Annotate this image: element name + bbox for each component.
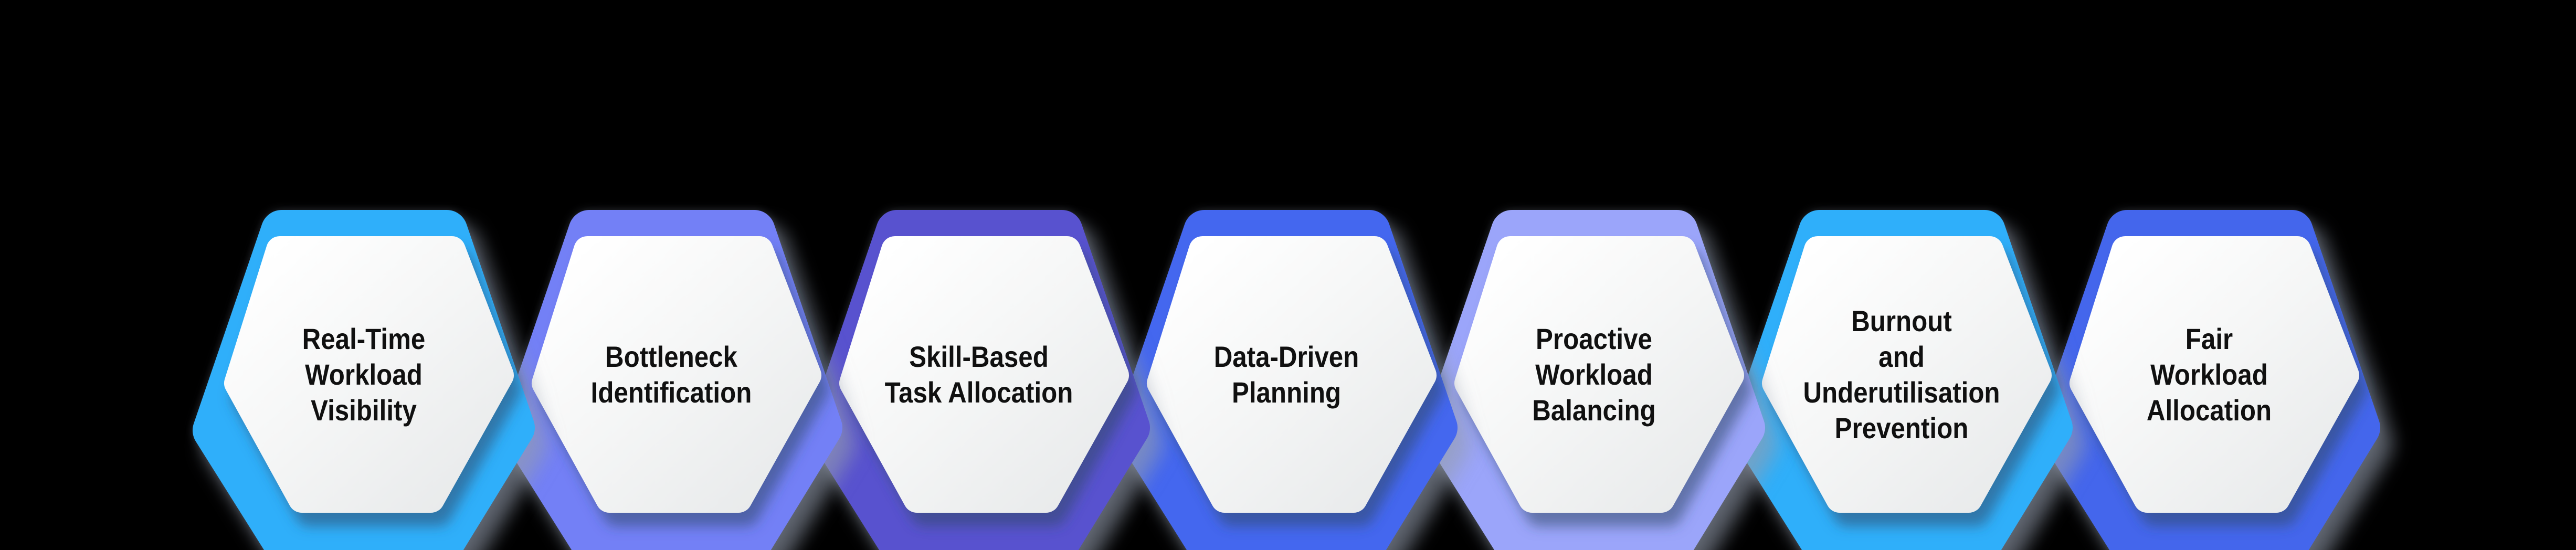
- hexagon-data-driven-planning: Data-Driven Planning: [1113, 210, 1460, 550]
- hexagon-shape: [2038, 210, 2380, 550]
- hexagon-face: [532, 236, 821, 513]
- hexagon-burnout-underutilisation-prevention: Burnout and Underutilisation Prevention: [1728, 210, 2075, 550]
- hexagon-label: Data-Driven Planning: [1213, 340, 1359, 409]
- hexagon-shape: [500, 210, 842, 550]
- hexagon-face: [1454, 236, 1744, 513]
- hexagon-shape: [1423, 210, 1765, 550]
- hexagon-face: [2070, 236, 2359, 513]
- hexagon-label: Fair Workload Allocation: [2146, 322, 2272, 427]
- hexagon-face: [1762, 236, 2052, 513]
- hexagon-real-time-workload-visibility: Real-Time Workload Visibility: [191, 210, 537, 550]
- hexagon-shape: [1730, 210, 2073, 550]
- hexagon-shape: [808, 210, 1150, 550]
- hexagon-label: Skill-Based Task Allocation: [884, 340, 1073, 409]
- hexagon-face: [839, 236, 1129, 513]
- hexagon-label: Burnout and Underutilisation Prevention: [1803, 304, 2000, 445]
- hexagon-label: Real-Time Workload Visibility: [302, 322, 426, 427]
- hexagon-fair-workload-allocation: Fair Workload Allocation: [2036, 210, 2382, 550]
- hexagon-face: [224, 236, 514, 513]
- hexagon-shape: [1115, 210, 1458, 550]
- hexagon-bottleneck-identification: Bottleneck Identification: [498, 210, 844, 550]
- hexagon-shape: [193, 210, 535, 550]
- hexagon-face: [1147, 236, 1437, 513]
- hexagon-skill-based-task-allocation: Skill-Based Task Allocation: [806, 210, 1152, 550]
- hexagon-label: Bottleneck Identification: [590, 340, 752, 409]
- hexagon-proactive-workload-balancing: Proactive Workload Balancing: [1421, 210, 1767, 550]
- hexagon-label: Proactive Workload Balancing: [1532, 322, 1656, 427]
